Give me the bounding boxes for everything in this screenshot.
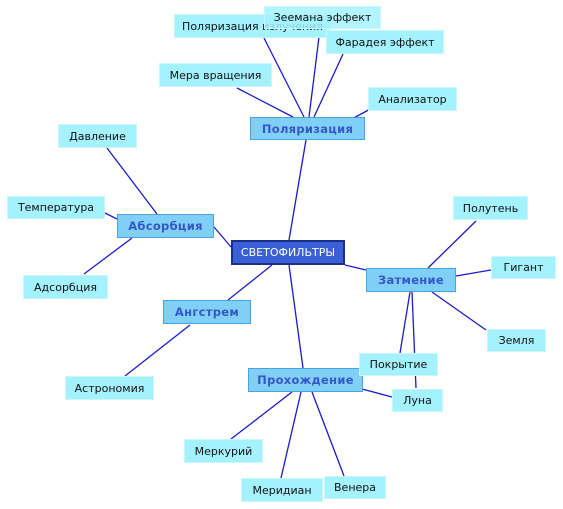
edge-eclipse-penumbra <box>427 220 477 269</box>
branch-absorption[interactable]: Абсорбция <box>117 214 214 238</box>
branch-polarization[interactable]: Поляризация <box>250 117 365 140</box>
branch-eclipse[interactable]: Затмение <box>366 268 456 292</box>
center-node[interactable]: СВЕТОФИЛЬТРЫ <box>231 240 345 265</box>
branch-label: Абсорбция <box>128 219 203 233</box>
leaf-earth[interactable]: Земля <box>487 329 546 352</box>
leaf-meridian[interactable]: Меридиан <box>241 478 323 502</box>
edge-center-eclipse <box>344 264 367 271</box>
edge-transit-mercury <box>230 391 293 440</box>
edge-eclipse-earth <box>431 291 487 331</box>
leaf-label: Луна <box>403 394 432 407</box>
edge-absorption-adsorption <box>83 237 133 275</box>
leaf-analyzer[interactable]: Анализатор <box>368 87 457 111</box>
leaf-label: Земля <box>498 334 535 347</box>
leaf-label: Меридиан <box>252 483 312 497</box>
leaf-label: Давление <box>69 129 126 143</box>
leaf-mercury[interactable]: Меркурий <box>184 439 263 463</box>
leaf-label: Мера вращения <box>169 68 262 82</box>
leaf-temperature[interactable]: Температура <box>7 196 105 219</box>
leaf-coverage[interactable]: Покрытие <box>359 353 438 376</box>
branch-transit[interactable]: Прохождение <box>248 368 363 392</box>
leaf-label: Температура <box>17 201 95 214</box>
leaf-label: Гигант <box>503 261 544 274</box>
leaf-pressure[interactable]: Давление <box>58 124 137 148</box>
edge-polarization-zeeman <box>308 28 321 118</box>
leaf-label: Меркурий <box>194 444 253 458</box>
edge-center-angstrom <box>227 264 273 301</box>
leaf-faraday-effect[interactable]: Фарадея эффект <box>326 30 444 54</box>
branch-label: Прохождение <box>257 373 354 387</box>
edge-polarization-radiation <box>263 37 305 118</box>
edge-absorption-pressure <box>106 147 158 215</box>
leaf-venus[interactable]: Венера <box>324 476 386 499</box>
leaf-label: Адсорбция <box>34 280 97 294</box>
leaf-zeeman-effect[interactable]: Зеемана эффект <box>264 6 381 29</box>
edge-polarization-rotation <box>236 87 294 118</box>
branch-angstrom[interactable]: Ангстрем <box>163 300 251 324</box>
edge-center-polarization <box>288 139 307 241</box>
leaf-label: Покрытие <box>369 358 428 371</box>
edge-absorption-temperature <box>104 212 120 221</box>
leaf-giant[interactable]: Гигант <box>491 256 556 279</box>
branch-label: Затмение <box>378 273 444 287</box>
branch-label: Поляризация <box>261 121 354 136</box>
edge-transit-meridian <box>280 391 302 479</box>
edge-center-transit <box>288 264 304 369</box>
leaf-astronomy[interactable]: Астрономия <box>65 376 154 400</box>
leaf-label: Зеемана эффект <box>273 11 372 24</box>
leaf-moon[interactable]: Луна <box>392 389 443 412</box>
edge-polarization-faraday <box>313 53 344 118</box>
leaf-adsorption[interactable]: Адсорбция <box>23 275 108 299</box>
edge-center-absorption <box>213 226 232 248</box>
leaf-label: Астрономия <box>74 381 145 395</box>
branch-label: Ангстрем <box>174 305 240 319</box>
leaf-rotation-measure[interactable]: Мера вращения <box>159 63 272 87</box>
leaf-label: Венера <box>334 481 376 494</box>
leaf-label: Полутень <box>462 201 519 215</box>
center-label: СВЕТОФИЛЬТРЫ <box>240 246 336 259</box>
edge-eclipse-giant <box>455 269 492 277</box>
leaf-penumbra[interactable]: Полутень <box>453 196 528 220</box>
edge-transit-moon <box>361 388 393 398</box>
edge-eclipse-coverage <box>399 291 411 354</box>
edge-angstrom-astronomy <box>124 324 191 377</box>
leaf-label: Фарадея эффект <box>335 35 435 49</box>
edge-transit-venus <box>311 391 345 477</box>
leaf-label: Анализатор <box>378 92 447 106</box>
